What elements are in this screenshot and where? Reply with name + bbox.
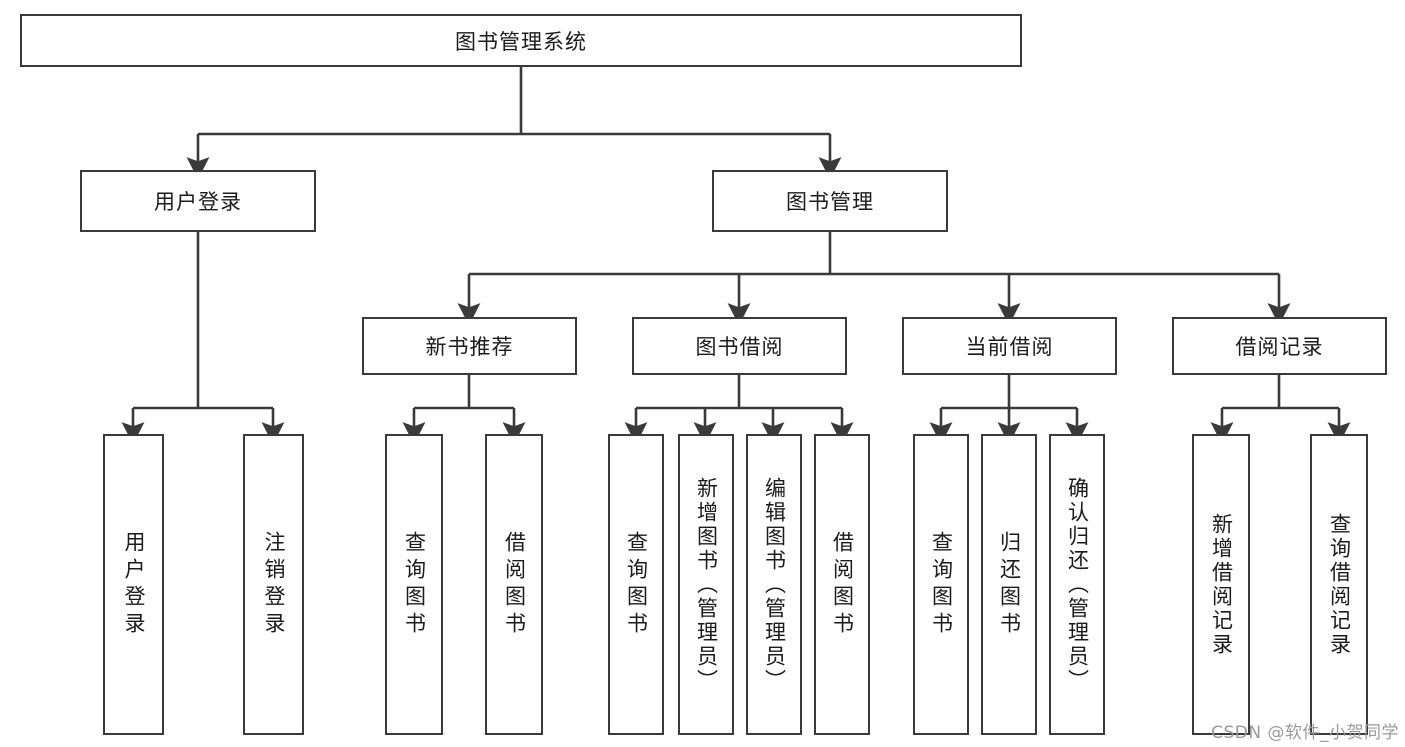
node-label: 查询图书: [624, 530, 649, 639]
node-current-borrow[interactable]: 当前借阅: [902, 317, 1117, 375]
leaf-current-return-books[interactable]: 归还图书: [981, 434, 1037, 735]
node-borrow-records[interactable]: 借阅记录: [1172, 317, 1387, 375]
node-label: 查询借阅记录: [1327, 512, 1352, 657]
leaf-user-login-signin[interactable]: 用户登录: [103, 434, 164, 735]
node-label: 借阅记录: [1235, 335, 1324, 359]
node-label: 新书推荐: [425, 335, 514, 359]
node-label: 新增借阅记录: [1209, 512, 1234, 657]
leaf-current-query-books[interactable]: 查询图书: [913, 434, 969, 735]
node-user-login[interactable]: 用户登录: [80, 170, 316, 232]
node-new-book-recommendation[interactable]: 新书推荐: [362, 317, 577, 375]
node-label: 确认归还（管理员）: [1065, 476, 1090, 693]
node-book-management[interactable]: 图书管理: [712, 170, 948, 232]
node-label: 用户登录: [122, 530, 146, 639]
node-book-borrow[interactable]: 图书借阅: [632, 317, 847, 375]
node-label: 当前借阅: [965, 335, 1054, 359]
leaf-borrow-borrow-books[interactable]: 借阅图书: [814, 434, 870, 735]
leaf-borrow-add-book-admin[interactable]: 新增图书（管理员）: [678, 434, 734, 735]
leaf-new-book-query-books[interactable]: 查询图书: [385, 434, 443, 735]
node-label: 编辑图书（管理员）: [762, 476, 787, 693]
leaf-borrow-edit-book-admin[interactable]: 编辑图书（管理员）: [746, 434, 802, 735]
node-label: 新增图书（管理员）: [694, 476, 719, 693]
node-label: 图书管理: [786, 190, 874, 214]
leaf-user-login-logout[interactable]: 注销登录: [243, 434, 304, 735]
node-label: 借阅图书: [502, 530, 527, 639]
node-label: 查询图书: [402, 530, 427, 639]
leaf-records-add-record[interactable]: 新增借阅记录: [1192, 434, 1250, 735]
node-label: 查询图书: [929, 530, 954, 639]
leaf-borrow-query-books[interactable]: 查询图书: [608, 434, 664, 735]
node-label: 图书借阅: [695, 335, 784, 359]
node-label: 注销登录: [262, 530, 286, 639]
leaf-records-query-record[interactable]: 查询借阅记录: [1310, 434, 1368, 735]
leaf-new-book-borrow-books[interactable]: 借阅图书: [485, 434, 543, 735]
node-label: 图书管理系统: [455, 29, 587, 54]
node-label: 用户登录: [154, 190, 242, 214]
node-label: 归还图书: [997, 530, 1022, 639]
node-label: 借阅图书: [830, 530, 855, 639]
leaf-current-confirm-return-admin[interactable]: 确认归还（管理员）: [1049, 434, 1105, 735]
node-root-book-management-system[interactable]: 图书管理系统: [20, 14, 1022, 67]
csdn-watermark: CSDN @软件_小贺同学: [1211, 723, 1399, 743]
